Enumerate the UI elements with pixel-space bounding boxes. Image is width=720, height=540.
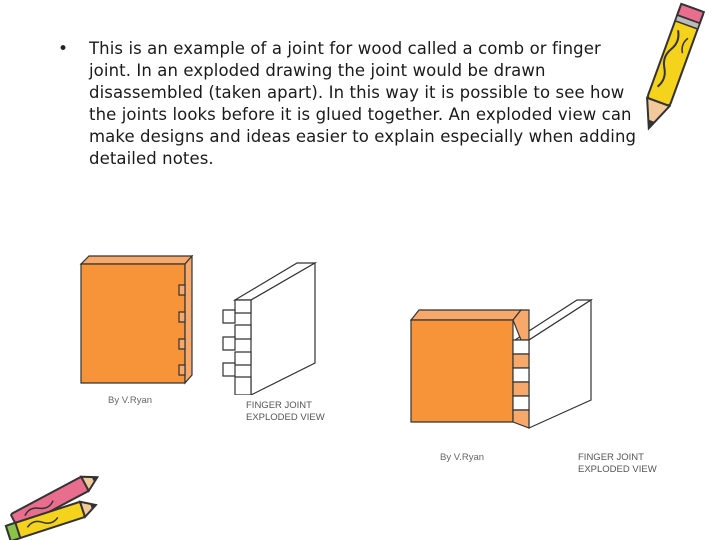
caption-right-line2: EXPLODED VIEW <box>578 464 657 475</box>
white-board-face <box>250 261 316 395</box>
caption-left-line2: EXPLODED VIEW <box>246 412 325 423</box>
bullet-text: This is an example of a joint for wood c… <box>89 39 637 168</box>
finger-joint-diagram-right <box>409 298 594 429</box>
caption-left-line1: FINGER JOINT <box>246 400 312 411</box>
byline-left: By V.Ryan <box>108 395 153 406</box>
orange-board-top-right <box>409 309 523 321</box>
pencils-clipart-icon <box>4 475 100 540</box>
orange-board-face-right <box>410 319 514 423</box>
bullet-marker: • <box>58 39 69 59</box>
byline-right: By V.Ryan <box>440 452 485 463</box>
finger-joint-diagram-left <box>79 255 318 395</box>
caption-right-line1: FINGER JOINT <box>578 452 644 463</box>
orange-board-face <box>80 263 186 384</box>
bullet-paragraph: • This is an example of a joint for wood… <box>58 38 648 170</box>
pencil-clipart-icon <box>646 2 706 131</box>
orange-board-top <box>79 255 194 265</box>
